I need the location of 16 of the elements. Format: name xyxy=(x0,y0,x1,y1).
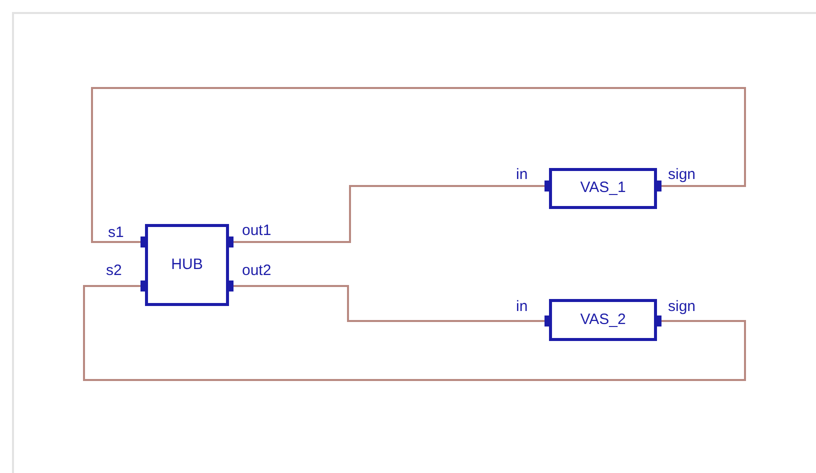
block-box xyxy=(549,168,657,209)
wire xyxy=(91,87,746,248)
block-box xyxy=(549,299,657,341)
port-label: in xyxy=(516,298,528,316)
block-box xyxy=(145,224,229,306)
wire xyxy=(83,280,746,381)
block-label: HUB xyxy=(171,254,203,275)
block-label: VAS_1 xyxy=(580,178,626,198)
port-label: sign xyxy=(668,166,696,184)
port-label: out1 xyxy=(242,222,272,240)
port-label: sign xyxy=(668,298,696,316)
port-label: out2 xyxy=(242,262,272,280)
port-label: s2 xyxy=(106,262,122,280)
port-label: s1 xyxy=(108,224,124,242)
port-label: in xyxy=(516,166,528,184)
block-label: VAS_2 xyxy=(580,310,626,330)
